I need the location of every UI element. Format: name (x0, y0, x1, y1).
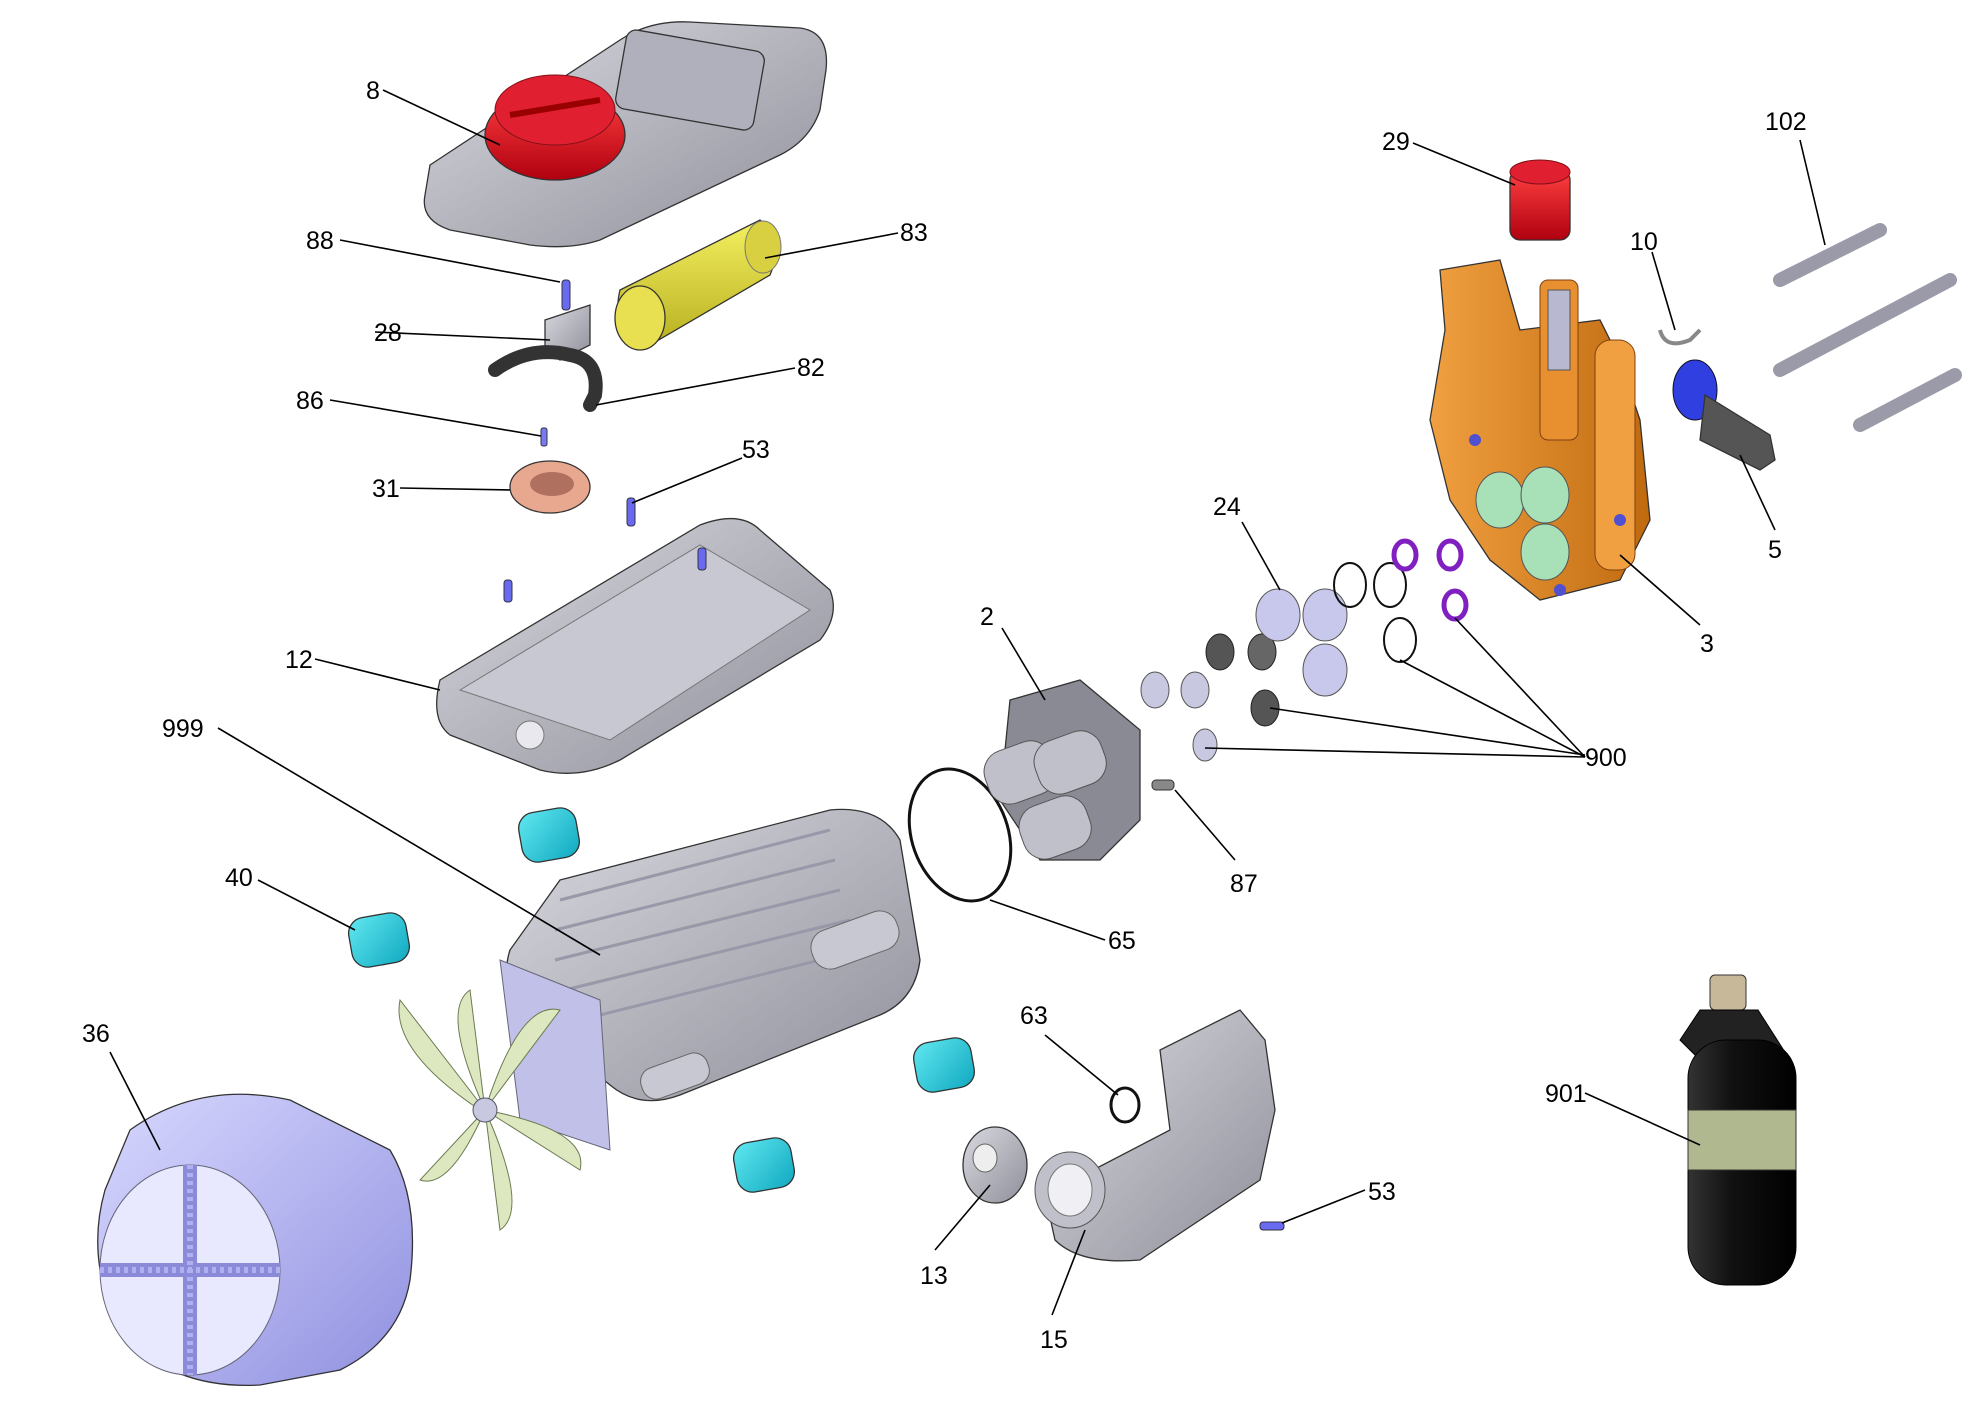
callout-999: 999 (162, 715, 204, 743)
part-12-tray (436, 517, 834, 774)
callout-31: 31 (372, 475, 400, 503)
callout-82: 82 (797, 354, 825, 382)
callout-87: 87 (1230, 870, 1258, 898)
part-13-cap (962, 1126, 1028, 1204)
part-87-pin (1151, 779, 1175, 791)
fan-blades (398, 989, 582, 1231)
callout-53-top: 53 (742, 436, 770, 464)
callout-8: 8 (366, 77, 380, 105)
part-31-seal (509, 460, 591, 514)
part-5-valve (1672, 359, 1776, 471)
part-86-screw (540, 427, 548, 447)
part-3-pump-head (1429, 259, 1651, 601)
callout-15: 15 (1040, 1326, 1068, 1354)
callout-12: 12 (285, 646, 313, 674)
callout-63: 63 (1020, 1002, 1048, 1030)
callout-88: 88 (306, 227, 334, 255)
callout-901: 901 (1545, 1080, 1587, 1108)
callout-5: 5 (1768, 536, 1782, 564)
part-83-filter (614, 219, 782, 351)
part-2-plunger-plate (983, 679, 1141, 861)
callout-83: 83 (900, 219, 928, 247)
part-901-oil-bottle (1679, 974, 1797, 1286)
callout-24: 24 (1213, 493, 1241, 521)
part-36-fan-cover (97, 1093, 414, 1387)
part-40-bearing (347, 807, 976, 1193)
leader-lines (109, 89, 1826, 1316)
part-102-bolts (1773, 223, 1962, 432)
callout-65: 65 (1108, 927, 1136, 955)
callout-102: 102 (1765, 108, 1807, 136)
callout-3: 3 (1700, 630, 1714, 658)
part-63-o-ring (1109, 1086, 1141, 1124)
callout-900: 900 (1585, 744, 1627, 772)
callout-86: 86 (296, 387, 324, 415)
part-29-red-cap (1509, 159, 1571, 241)
part-65-o-ring (907, 767, 1013, 903)
part-8-top-cover (423, 21, 828, 248)
part-15-tank (1034, 1009, 1276, 1262)
callout-13: 13 (920, 1262, 948, 1290)
part-28-bracket (488, 304, 603, 412)
callout-10: 10 (1630, 228, 1658, 256)
callout-36: 36 (82, 1020, 110, 1048)
part-53-screw-bottom (1259, 1221, 1285, 1231)
callout-28: 28 (374, 319, 402, 347)
callout-labels: 8 88 28 86 31 53 83 82 12 999 40 36 2 65… (82, 77, 1807, 1354)
callout-29: 29 (1382, 128, 1410, 156)
part-88-screw (561, 279, 571, 311)
part-999-motor-housing (499, 808, 921, 1151)
callout-53-bottom: 53 (1368, 1178, 1396, 1206)
part-53-screw-top (626, 497, 636, 527)
seal-kit (1140, 538, 1469, 762)
part-10-clip (1658, 328, 1702, 346)
callout-2: 2 (980, 603, 994, 631)
callout-40: 40 (225, 864, 253, 892)
